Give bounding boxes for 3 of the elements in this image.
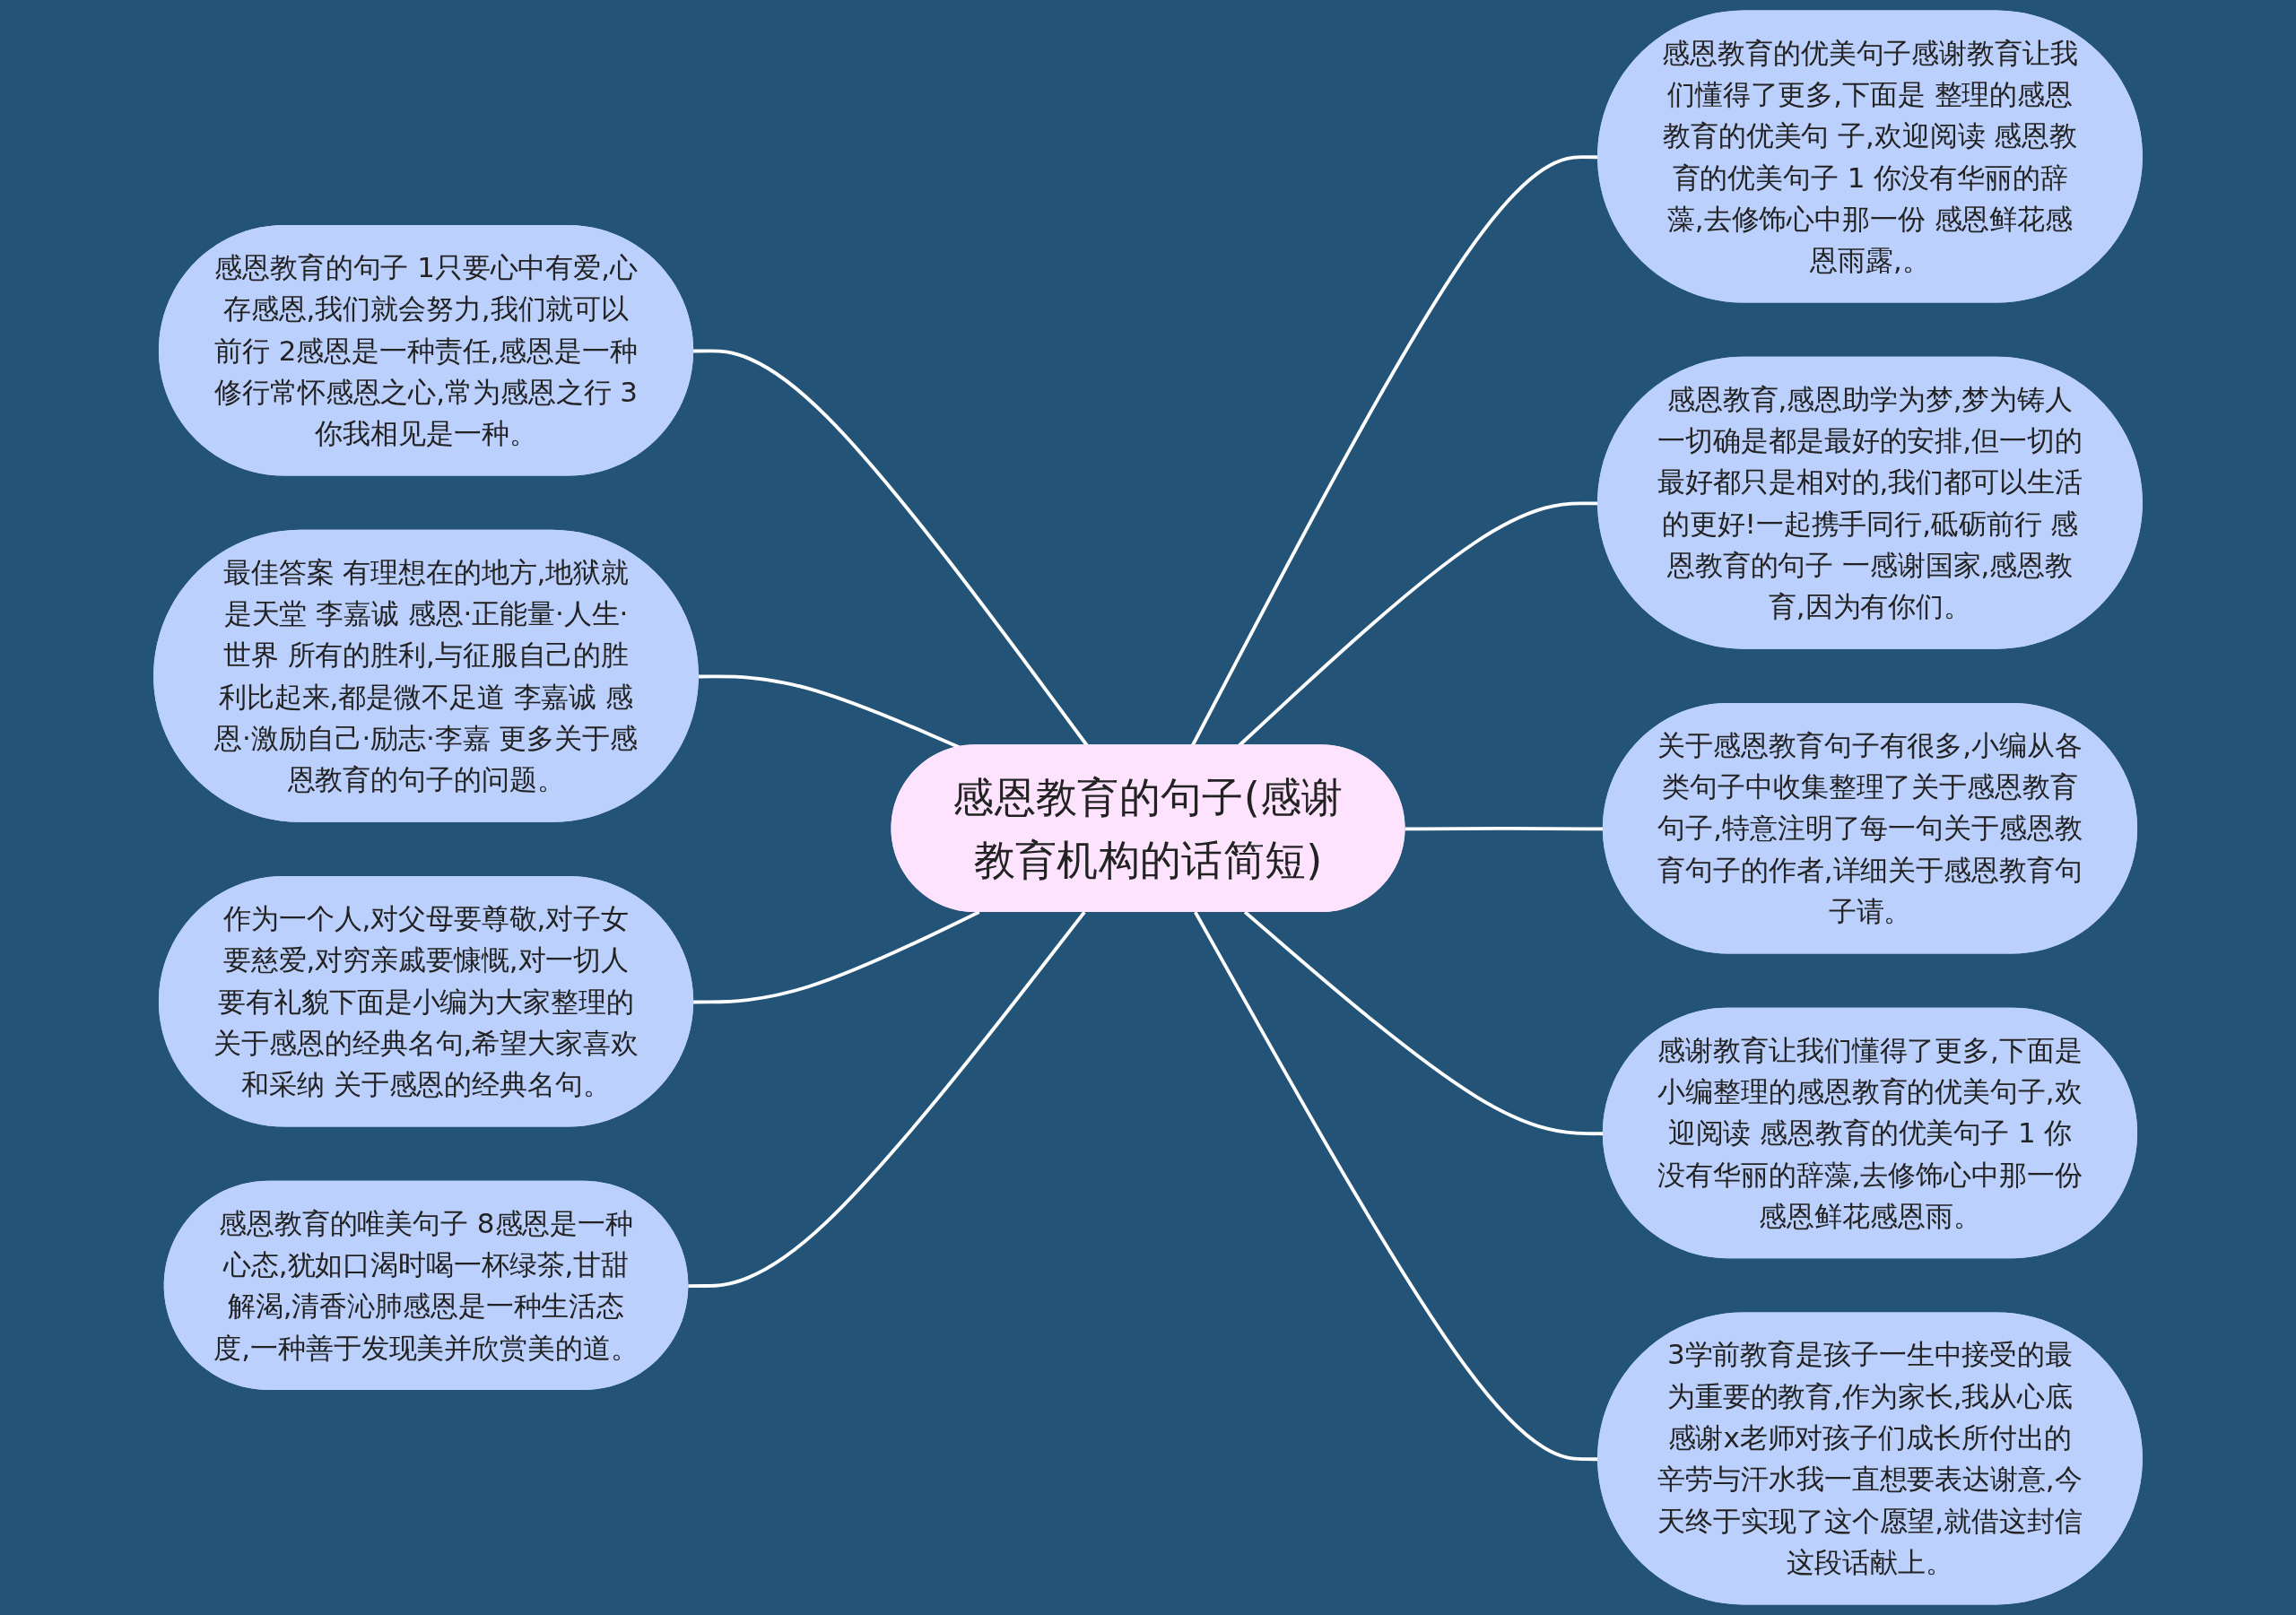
connector bbox=[698, 674, 961, 750]
connector bbox=[693, 910, 980, 1004]
connector bbox=[688, 910, 1086, 1289]
